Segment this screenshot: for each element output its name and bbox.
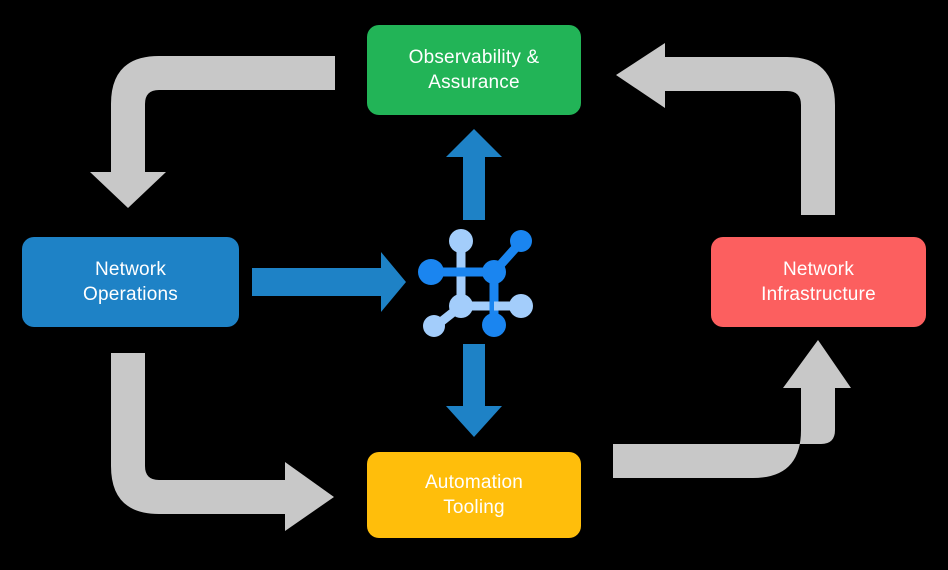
topology-node-mid-left	[449, 294, 473, 318]
topology-node-bottom	[482, 313, 506, 337]
topology-node-center	[482, 260, 506, 284]
node-automation-tooling[interactable]: Automation Tooling	[367, 452, 581, 538]
topology-node-top-right	[510, 230, 532, 252]
node-network-infrastructure[interactable]: Network Infrastructure	[711, 237, 926, 327]
topology-node-left	[418, 259, 444, 285]
arrow-operations-to-center	[252, 252, 406, 312]
arrow-operations-to-automation	[111, 353, 334, 531]
topology-node-top-left	[449, 229, 473, 253]
topology-node-right	[509, 294, 533, 318]
arrow-center-to-automation	[446, 344, 502, 437]
arrow-center-to-observability	[446, 129, 502, 220]
node-network-operations[interactable]: Network Operations	[22, 237, 239, 327]
node-observability-assurance[interactable]: Observability & Assurance	[367, 25, 581, 115]
arrow-observability-to-operations	[90, 56, 335, 208]
arrow-infrastructure-to-observability	[616, 43, 835, 215]
arrow-automation-to-infrastructure	[613, 340, 851, 478]
topology-node-bottom-left	[423, 315, 445, 337]
